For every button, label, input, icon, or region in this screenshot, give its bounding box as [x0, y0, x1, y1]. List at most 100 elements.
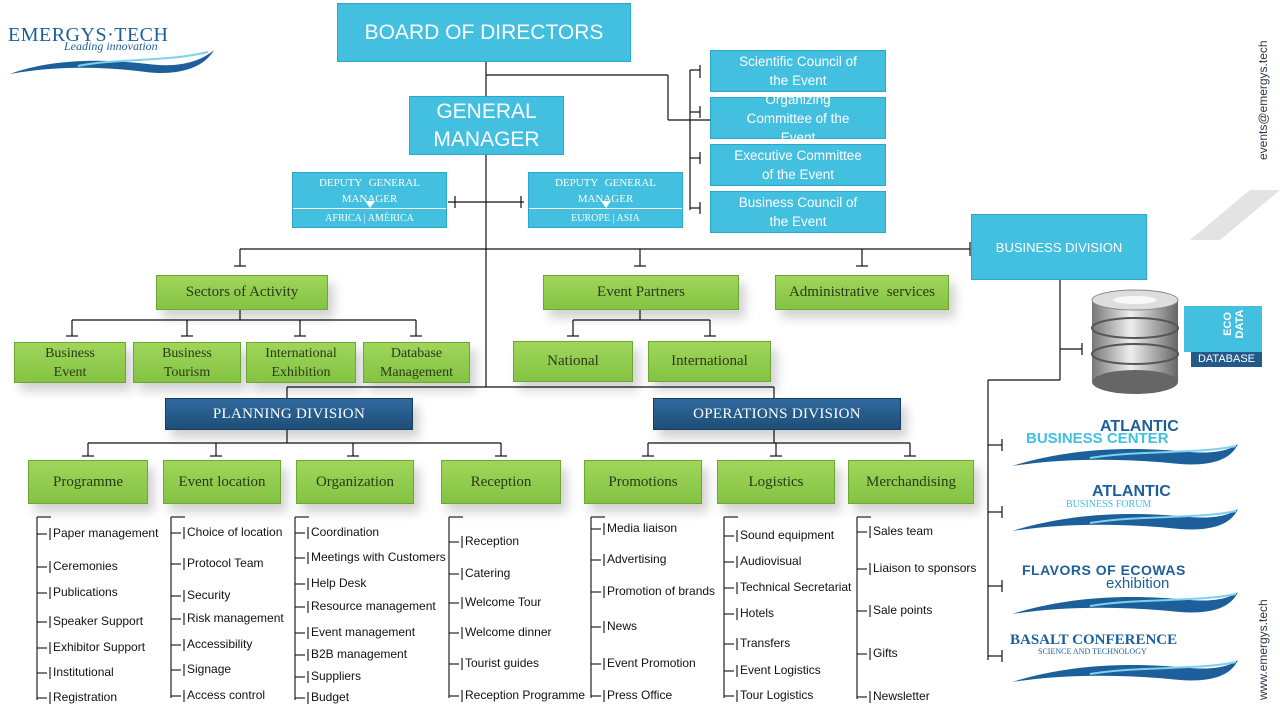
council-box[interactable]: Scientific Council of the Event	[710, 50, 886, 92]
task-item: Liaison to sponsors	[873, 561, 977, 575]
event-partners-box[interactable]: Event Partners	[543, 275, 739, 310]
task-item: Event Logistics	[740, 663, 821, 677]
sector-business-event[interactable]: Business Event	[14, 342, 126, 383]
event-flavors-of-ecowas[interactable]: FLAVORS OF ECOWAS exhibition	[1010, 560, 1240, 616]
event-title-line2: exhibition	[1106, 575, 1170, 592]
sector-international-exhibition[interactable]: International Exhibition	[246, 342, 356, 383]
company-logo: EMERGYS·TECH Leading innovation	[8, 24, 218, 74]
administrative-services-box[interactable]: Administrative services	[775, 275, 949, 310]
department-box[interactable]: Reception	[441, 460, 561, 504]
task-item: Transfers	[740, 636, 791, 650]
wave-icon	[1012, 660, 1238, 682]
event-title-line2: BUSINESS CENTER	[1026, 430, 1169, 447]
task-item: Event Promotion	[607, 656, 696, 670]
board-of-directors-box[interactable]: BOARD OF DIRECTORS	[337, 3, 631, 62]
logo-tagline: Leading innovation	[64, 39, 158, 53]
task-item: Coordination	[311, 525, 380, 539]
contact-email[interactable]: events@emergys.tech	[1256, 40, 1270, 160]
task-item: Registration	[53, 690, 118, 704]
task-item: Media liaison	[607, 521, 678, 535]
event-title-line2: SCIENCE AND TECHNOLOGY	[1038, 647, 1147, 656]
eco-data-tile: ECO DATA	[1184, 306, 1262, 352]
department-box[interactable]: Programme	[28, 460, 148, 504]
sector-business-tourism[interactable]: Business Tourism	[133, 342, 241, 383]
event-title-line1: ATLANTIC	[1092, 483, 1171, 500]
task-item: Hotels	[740, 606, 775, 620]
task-item: B2B management	[311, 647, 408, 661]
website-url[interactable]: www.emergys.tech	[1256, 599, 1270, 700]
task-item: Sound equipment	[740, 528, 835, 542]
logo-brand: EMERGYS·TECH	[8, 24, 169, 46]
task-item: Catering	[465, 566, 511, 580]
council-box[interactable]: Organizing Committee of the Event	[710, 92, 886, 145]
task-item: Speaker Support	[53, 614, 144, 628]
task-item: Ceremonies	[53, 559, 118, 573]
business-division-box[interactable]: BUSINESS DIVISION	[971, 214, 1147, 280]
database-block: ECO DATA DATABASE	[1088, 288, 1266, 400]
database-label: DATABASE	[1191, 352, 1262, 367]
event-title-line1: BASALT CONFERENCE	[1010, 632, 1178, 648]
triangle-down-icon	[600, 201, 611, 208]
event-atlantic-business-forum[interactable]: ATLANTIC BUSINESS FORUM	[1010, 483, 1240, 535]
department-box[interactable]: Promotions	[584, 460, 702, 504]
planning-division-box[interactable]: PLANNING DIVISION	[165, 398, 413, 430]
task-item: Paper management	[53, 526, 159, 540]
triangle-down-icon	[364, 201, 375, 208]
task-item: Institutional	[53, 665, 114, 679]
event-title-line1: FLAVORS OF ECOWAS	[1022, 562, 1186, 578]
council-box[interactable]: Business Council of the Event	[710, 191, 886, 233]
deputy-gm-europe-asia[interactable]: DEPUTY GENERAL MANAGER EUROPE | ASIA	[528, 172, 683, 228]
task-item: Audiovisual	[740, 554, 802, 568]
task-item: Press Office	[607, 688, 673, 702]
wave-icon	[1012, 592, 1238, 614]
event-title-line1: ATLANTIC	[1100, 418, 1179, 435]
department-box[interactable]: Event location	[163, 460, 281, 504]
partner-national[interactable]: National	[513, 341, 633, 382]
sector-database-management[interactable]: Database Management	[363, 342, 470, 383]
task-item: Signage	[187, 662, 232, 676]
task-item: Event management	[311, 625, 416, 639]
department-box[interactable]: Merchandising	[848, 460, 974, 504]
sectors-of-activity-box[interactable]: Sectors of Activity	[156, 275, 328, 310]
event-title-line2: BUSINESS FORUM	[1066, 499, 1152, 510]
task-item: Budget	[311, 690, 350, 704]
decor-stripe	[1190, 190, 1280, 240]
task-item: Welcome dinner	[465, 625, 552, 639]
task-item: Tourist guides	[465, 656, 540, 670]
wave-icon	[1012, 509, 1238, 531]
task-item: Protocol Team	[187, 556, 264, 570]
task-item: Technical Secretariat	[740, 580, 852, 594]
eco-data-label: ECO DATA	[1222, 309, 1246, 339]
logo-wave-icon	[10, 50, 214, 74]
deputy-region: AFRICA | AMÉRICA	[325, 213, 414, 224]
event-atlantic-business-center[interactable]: ATLANTIC BUSINESS CENTER	[1010, 418, 1240, 470]
database-icon	[1091, 289, 1179, 394]
task-item: News	[607, 619, 638, 633]
general-manager-box[interactable]: GENERAL MANAGER	[409, 96, 564, 155]
department-box[interactable]: Logistics	[717, 460, 835, 504]
council-box[interactable]: Executive Committee of the Event	[710, 144, 886, 186]
task-item: Security	[187, 588, 231, 602]
task-item: Newsletter	[873, 689, 930, 703]
task-item: Access control	[187, 688, 266, 702]
task-item: Help Desk	[311, 576, 367, 590]
task-item: Choice of location	[187, 525, 283, 539]
task-item: Exhibitor Support	[53, 640, 146, 654]
task-item: Resource management	[311, 599, 436, 613]
task-item: Suppliers	[311, 669, 362, 683]
partner-international[interactable]: International	[648, 341, 771, 382]
task-item: Publications	[53, 585, 118, 599]
event-basalt-conference[interactable]: BASALT CONFERENCE SCIENCE AND TECHNOLOGY	[1010, 630, 1240, 686]
department-box[interactable]: Organization	[296, 460, 414, 504]
deputy-gm-africa-america[interactable]: DEPUTY GENERAL MANAGER AFRICA | AMÉRICA	[292, 172, 447, 228]
task-item: Gifts	[873, 646, 898, 660]
deputy-title: DEPUTY GENERAL MANAGER	[554, 177, 657, 205]
task-item: Reception Programme	[465, 688, 586, 702]
task-item: Accessibility	[187, 637, 253, 651]
operations-division-box[interactable]: OPERATIONS DIVISION	[653, 398, 901, 430]
task-item: Welcome Tour	[465, 595, 542, 609]
deputy-title: DEPUTY GENERAL MANAGER	[318, 177, 421, 205]
task-item: Advertising	[607, 552, 667, 566]
wave-icon	[1012, 444, 1238, 466]
